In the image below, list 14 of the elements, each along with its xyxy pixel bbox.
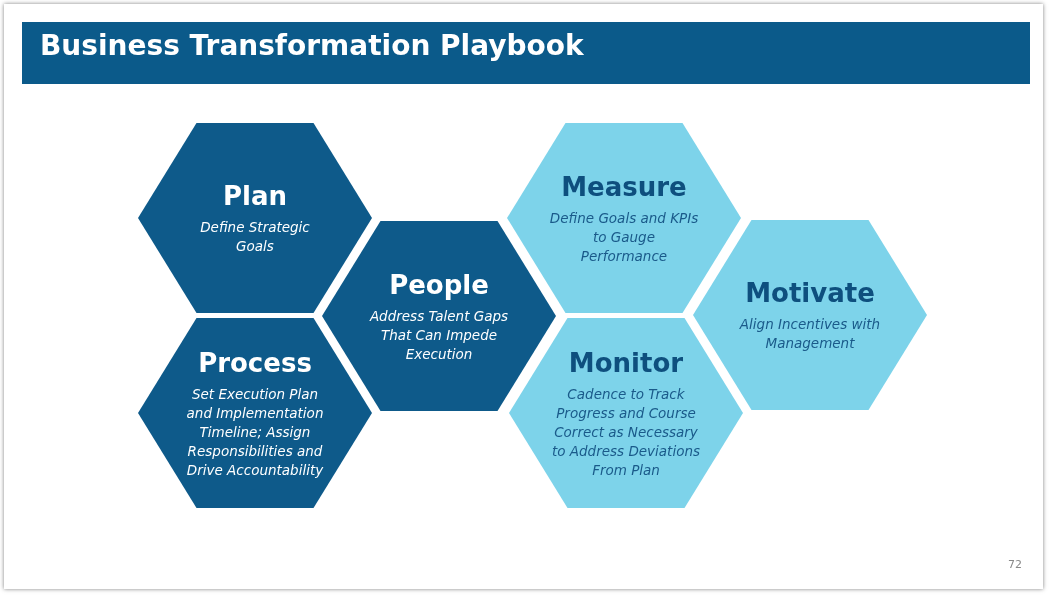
hexagon-heading: Motivate [745,277,875,309]
hexagon-heading: Process [198,346,312,379]
hexagon-description: Align Incentives with Management [738,315,882,353]
hexagon-description: Cadence to Track Progress and Course Correct as Necessary to Address Deviations From Plan [551,384,701,480]
hexagon-description: Define Strategic Goals [199,218,311,256]
hexagon-heading: Monitor [568,346,684,379]
hexagon-heading: People [389,268,489,301]
hexagon-description: Address Talent Gaps That Can Impede Execution [368,306,510,364]
hexagon-heading: Plan [223,180,287,212]
hexagon-description: Define Goals and KPIs to Gauge Performance [549,208,699,266]
title: Business Transformation Playbook [40,28,584,64]
hexagon-description: Set Execution Plan and Implementation Timeline; Assign Responsibilities and Drive Accountability [185,384,325,480]
hexagon-heading: Measure [561,170,687,203]
page-number: 72 [1008,558,1022,571]
